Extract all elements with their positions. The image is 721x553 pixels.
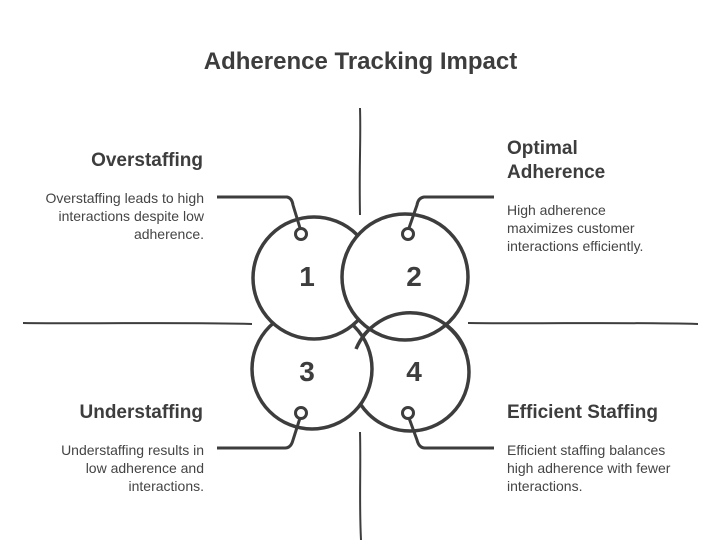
connector-dot-1 <box>294 227 308 241</box>
connector-1 <box>217 195 302 229</box>
number-4: 4 <box>406 356 422 387</box>
connector-dot-2 <box>401 227 415 241</box>
horizontal-axis-left <box>22 322 253 325</box>
number-3: 3 <box>299 356 315 387</box>
circle-2 <box>340 212 470 342</box>
number-1: 1 <box>299 261 315 292</box>
diagram-title: Adherence Tracking Impact <box>203 48 518 75</box>
quadrant-2-title: Optimal Adherence <box>507 138 606 183</box>
connector-dot-4 <box>401 406 415 420</box>
quadrant-4-description: Efficient staffing balances high adheren… <box>507 442 671 494</box>
connector-dot-3 <box>294 406 308 420</box>
vertical-axis-bottom <box>359 431 362 541</box>
number-2: 2 <box>406 261 422 292</box>
quadrant-4-title: Efficient Staffing <box>507 402 658 423</box>
connector-2 <box>407 195 494 229</box>
quadrant-3-title: Understaffing <box>79 402 204 423</box>
quadrant-1-title: Overstaffing <box>91 150 203 171</box>
connector-4 <box>407 417 494 450</box>
connector-3 <box>217 417 302 450</box>
quadrant-3-description: Understaffing results in low adherence a… <box>61 442 204 494</box>
horizontal-axis-right <box>467 322 699 325</box>
quadrant-1-description: Overstaffing leads to high interactions … <box>45 190 204 242</box>
quadrant-2-description: High adherence maximizes customer intera… <box>507 202 644 254</box>
circle-4-overlap-arc <box>354 311 468 353</box>
vertical-axis-top <box>358 107 362 216</box>
